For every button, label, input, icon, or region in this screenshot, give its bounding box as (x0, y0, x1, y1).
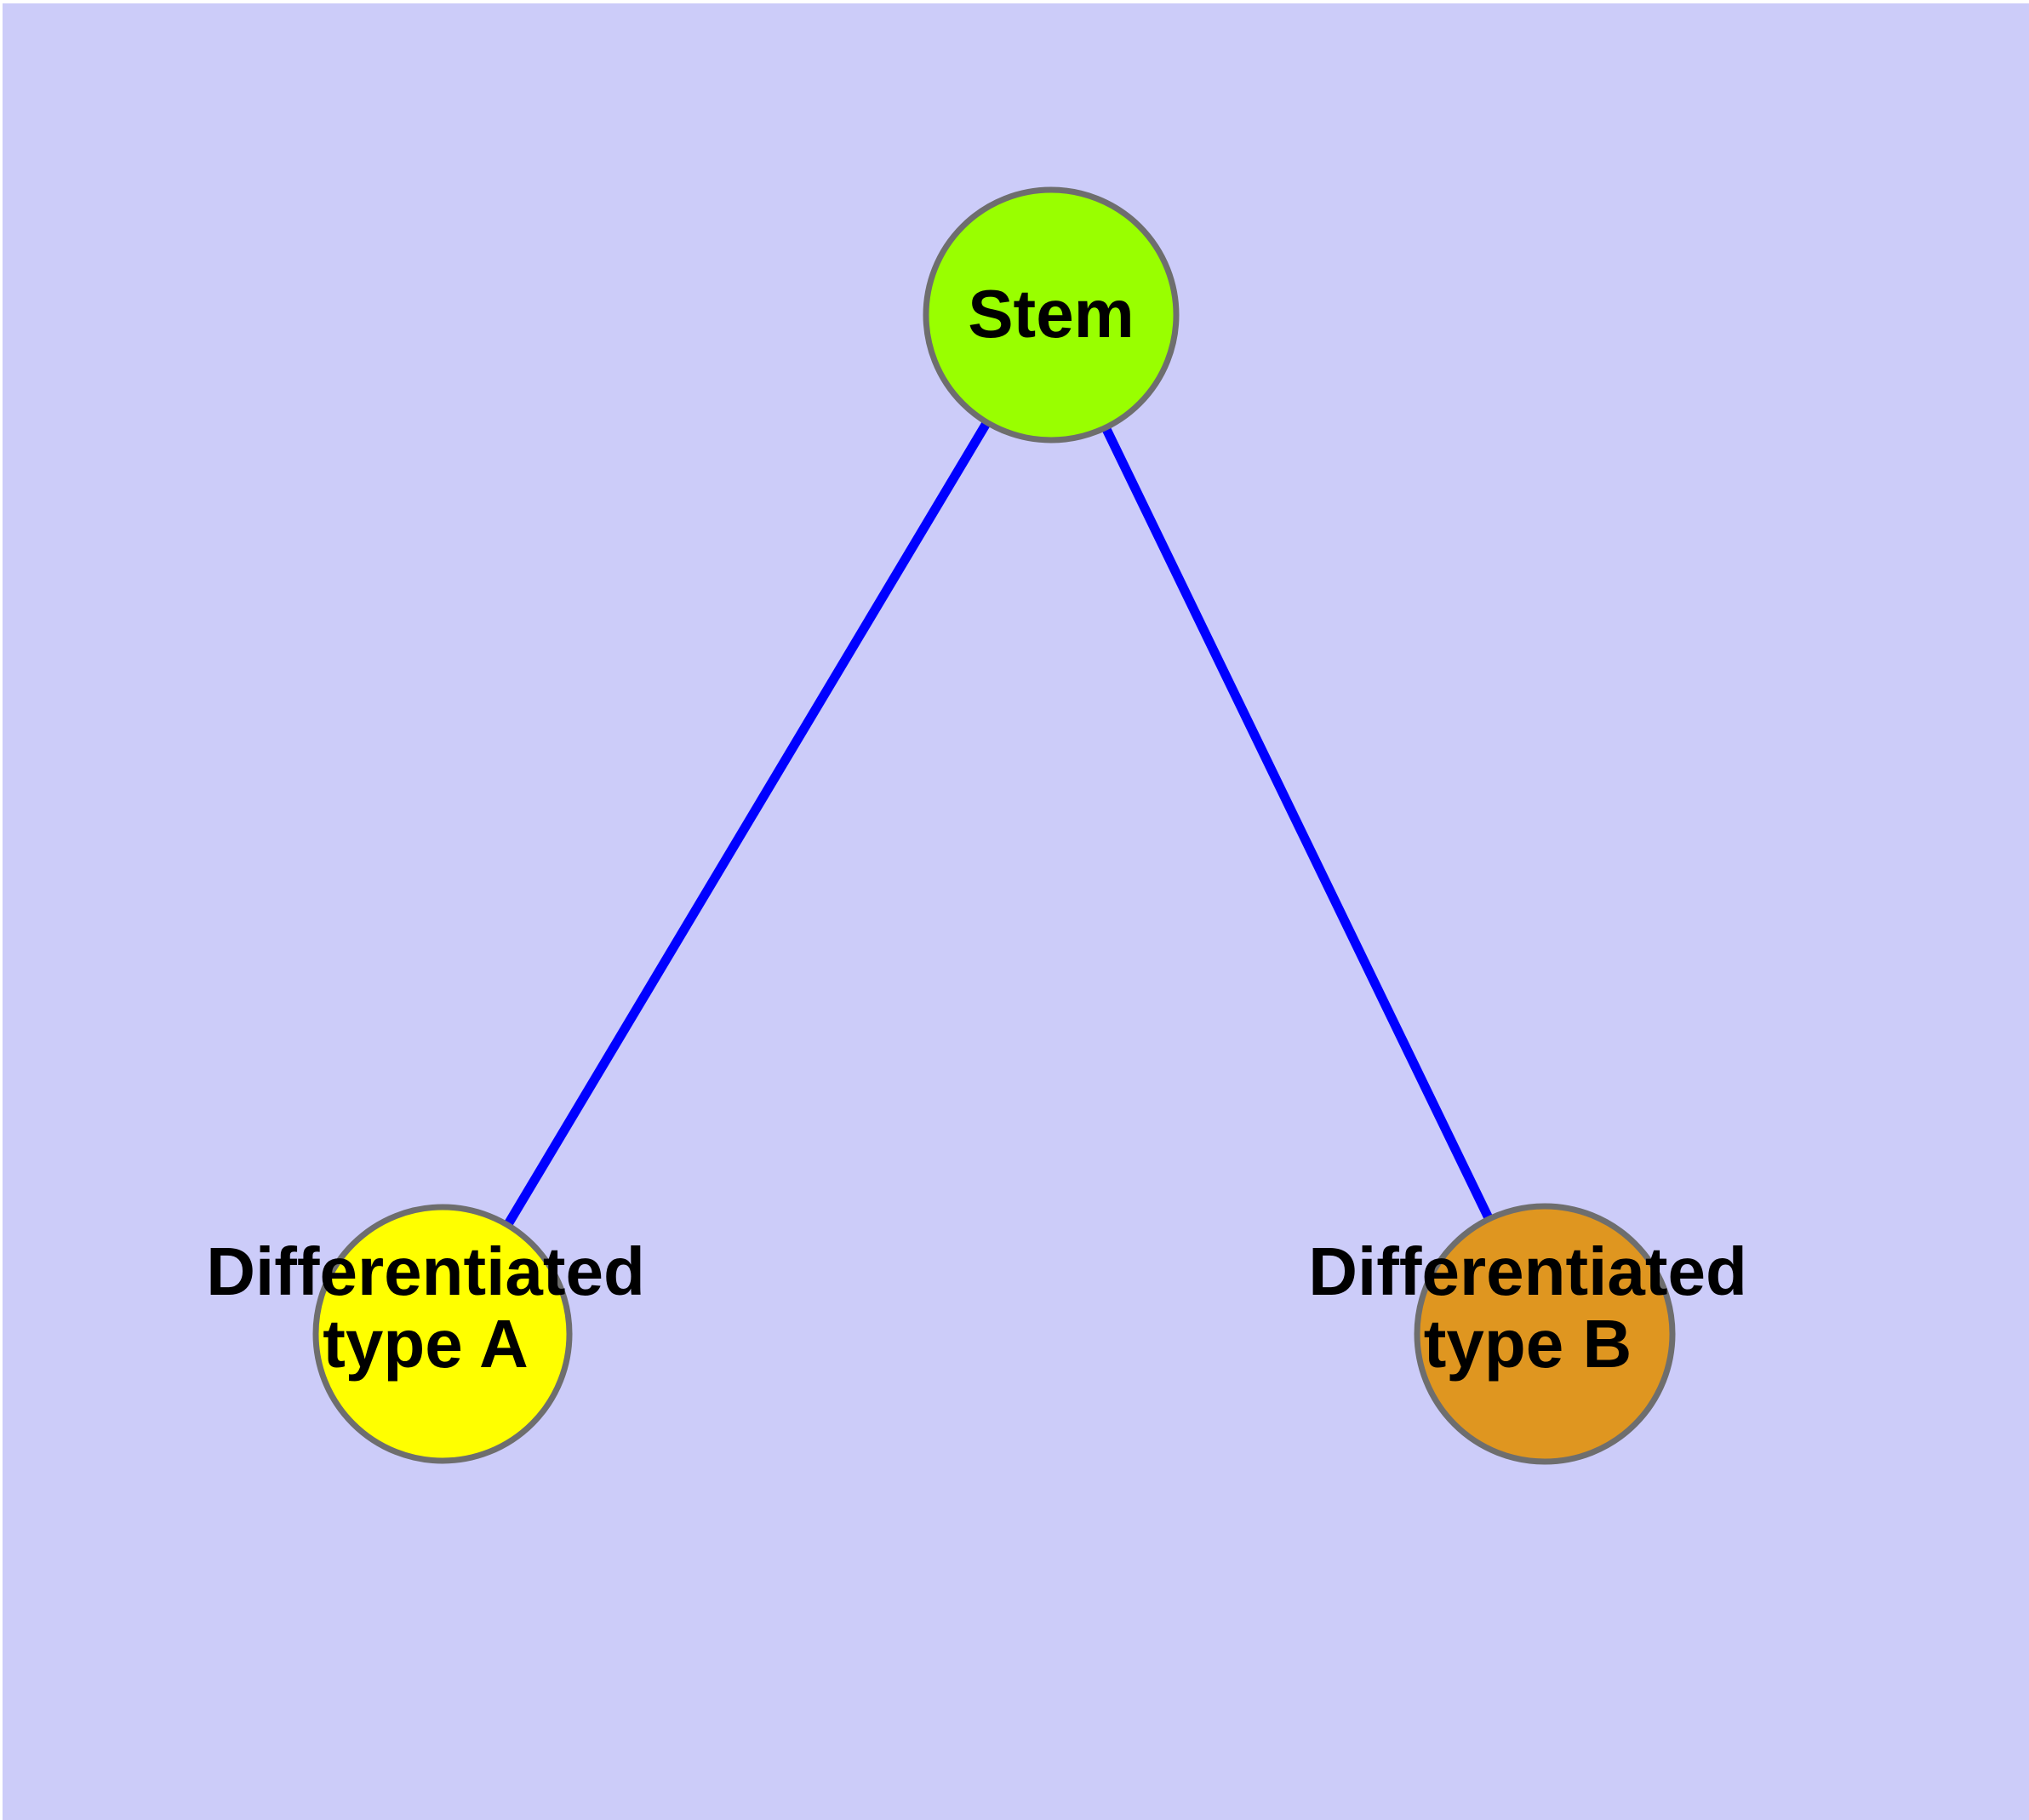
node-stem[interactable] (923, 186, 1180, 444)
edge-group (438, 312, 1549, 1336)
node-group (312, 186, 1676, 1465)
node-differentiated-type-b[interactable] (1414, 1203, 1676, 1465)
edge-stem-to-differentiated-type-b (1047, 312, 1549, 1336)
edge-stem-to-differentiated-type-a (438, 312, 1055, 1336)
node-differentiated-type-a[interactable] (312, 1204, 573, 1464)
